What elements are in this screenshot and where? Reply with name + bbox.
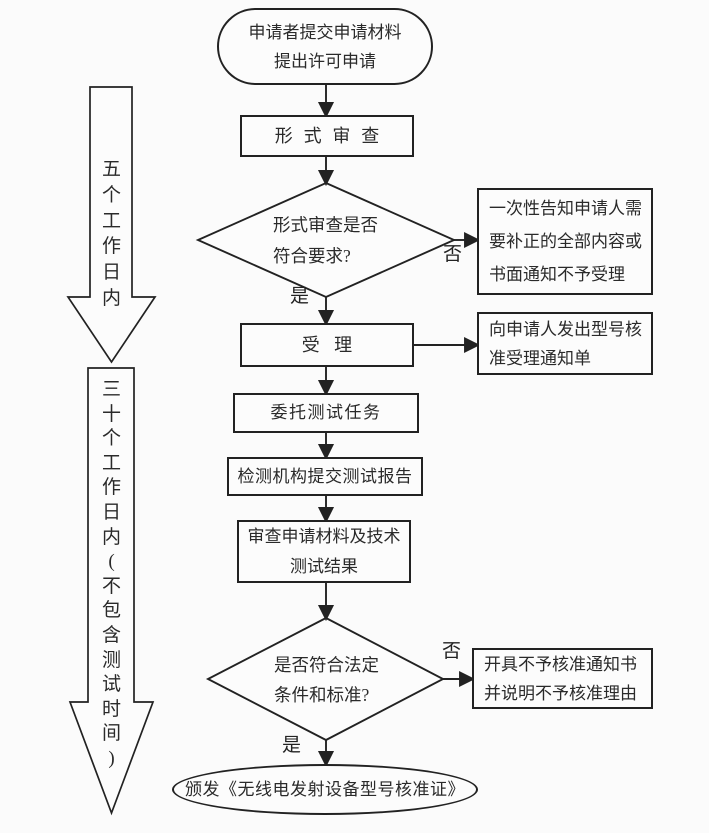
edge-label-yes-formal-review: 是 — [290, 286, 310, 307]
timeline-arrow-five-days-shape — [66, 86, 157, 364]
node-notify-correction-line: 一次性告知申请人需 — [489, 199, 642, 218]
node-acceptance-notice: 向申请人发出型号核 准受理通知单 — [477, 312, 653, 375]
node-issue-certificate-line: 颁发《无线电发射设备型号核准证》 — [185, 779, 465, 799]
arrowhead — [459, 670, 476, 688]
node-acceptance-label: 受理 — [301, 335, 367, 355]
arrowhead — [317, 102, 335, 119]
node-review-materials-line: 测试结果 — [290, 556, 358, 576]
node-acceptance-notice-line: 向申请人发出型号核 — [489, 319, 642, 339]
node-assign-testing: 委托测试任务 — [233, 393, 419, 433]
decision-line: 形式审查是否 — [273, 215, 378, 235]
arrowhead — [464, 336, 481, 354]
node-notify-correction-line: 要补正的全部内容或 — [489, 232, 642, 251]
arrowhead — [317, 310, 335, 327]
node-formal-review-label: 形式审查 — [274, 126, 390, 146]
arrowhead — [464, 231, 481, 249]
arrowhead — [317, 380, 335, 397]
node-rejection-notice-line: 并说明不予核准理由 — [484, 683, 637, 703]
edge-label-yes-approval: 是 — [282, 735, 302, 756]
node-acceptance-notice-line: 准受理通知单 — [489, 348, 591, 368]
node-notify-correction-line: 书面通知不予受理 — [489, 265, 625, 284]
edge-label-no-approval: 否 — [442, 641, 462, 662]
node-start-line: 申请者提交申请材料 — [248, 22, 402, 42]
node-test-report-label: 检测机构提交测试报告 — [237, 466, 413, 486]
node-start-line: 提出许可申请 — [274, 51, 376, 71]
node-formal-review: 形式审查 — [240, 115, 414, 157]
node-rejection-notice: 开具不予核准通知书 并说明不予核准理由 — [472, 648, 653, 709]
node-notify-correction: 一次性告知申请人需 要补正的全部内容或 书面通知不予受理 — [477, 188, 653, 295]
arrowhead — [317, 751, 335, 768]
node-assign-testing-label: 委托测试任务 — [270, 403, 382, 422]
arrowhead — [317, 605, 335, 622]
node-acceptance: 受理 — [240, 323, 414, 367]
arrowhead — [317, 170, 335, 187]
arrowhead — [317, 444, 335, 461]
decision-approval-label: 是否符合法定 条件和标准? — [274, 650, 379, 710]
arrowhead — [317, 507, 335, 524]
decision-line: 是否符合法定 — [274, 655, 379, 675]
timeline-arrow-thirty-days-shape — [68, 367, 155, 816]
node-issue-certificate: 颁发《无线电发射设备型号核准证》 — [172, 764, 478, 815]
timeline-five-days-label: 五个工作日内 — [101, 159, 121, 309]
node-rejection-notice-line: 开具不予核准通知书 — [484, 654, 637, 674]
node-start: 申请者提交申请材料 提出许可申请 — [217, 8, 433, 85]
timeline-thirty-days-label: 三十个工作日内(不包含测试时间) — [101, 379, 121, 769]
edge-label-no-formal-review: 否 — [443, 244, 463, 265]
decision-formal-review-label: 形式审查是否 符合要求? — [273, 210, 378, 272]
node-review-materials: 审查申请材料及技术 测试结果 — [237, 520, 411, 583]
decision-line: 条件和标准? — [274, 685, 370, 705]
decision-line: 符合要求? — [273, 246, 351, 266]
node-test-report: 检测机构提交测试报告 — [227, 457, 423, 496]
node-review-materials-line: 审查申请材料及技术 — [247, 526, 401, 546]
